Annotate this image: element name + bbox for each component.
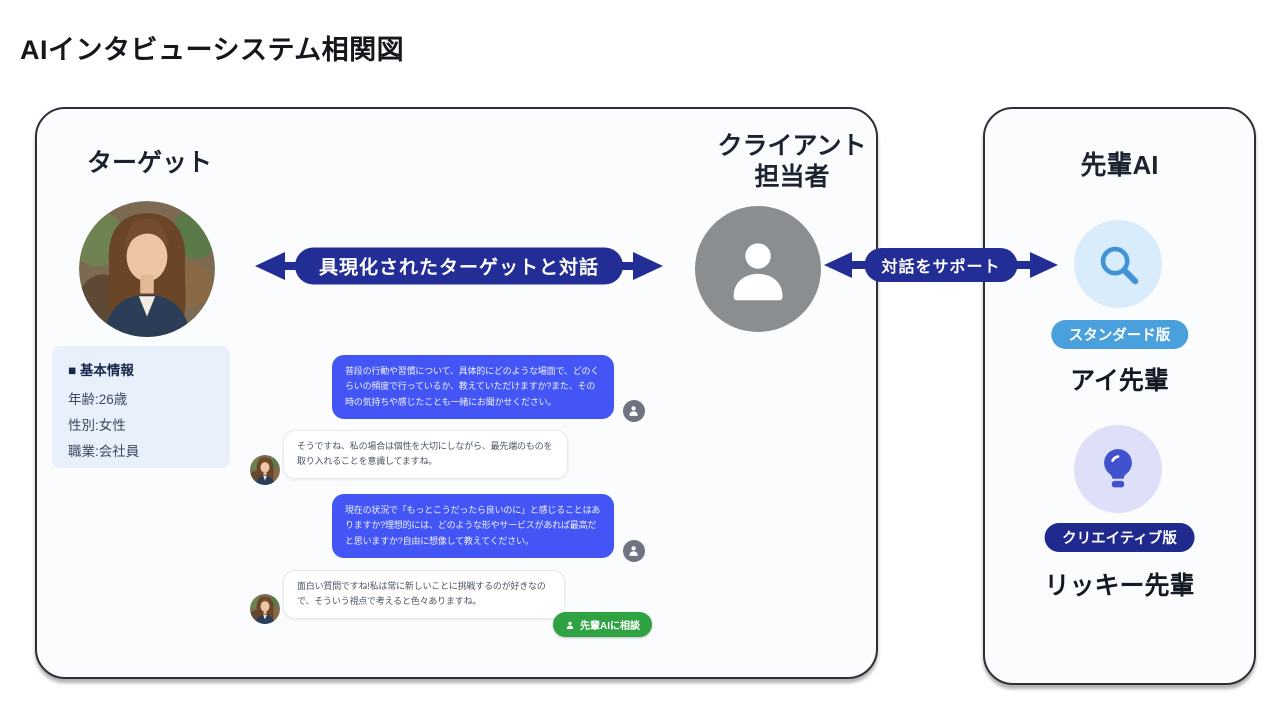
profile-card: ■ 基本情報 年齢:26歳 性別:女性 職業:会社員: [52, 346, 230, 468]
target-chat-avatar: [250, 455, 280, 485]
person-icon: [565, 620, 575, 630]
creative-ai-avatar: [1074, 425, 1162, 513]
magnifier-icon: [1095, 241, 1141, 287]
chat-bubble-client: 普段の行動や習慣について、具体的にどのような場面で、どのくらいの頻度で行っている…: [332, 355, 614, 420]
creative-ai-name: リッキー先輩: [1044, 572, 1195, 600]
arrow-target-client-label: 具現化されたターゲットと対話: [294, 247, 624, 285]
client-label-line1: クライアント: [717, 132, 867, 160]
target-avatar: [79, 201, 215, 337]
consult-senpai-button[interactable]: 先輩AIに相談: [553, 612, 652, 637]
person-icon: [719, 230, 797, 308]
senpai-ai-panel: 先輩AI スタンダード版 アイ先輩 クリエイティブ版 リッキー先輩: [983, 107, 1256, 685]
target-label: ターゲット: [87, 149, 213, 177]
chat-bubble-target: 面白い質問ですね!私は常に新しいことに挑戦するのが好きなので、そういう視点で考え…: [283, 570, 565, 619]
arrow-client-ai-label: 対話をサポート: [864, 248, 1018, 282]
senpai-panel-title: 先輩AI: [1080, 150, 1159, 180]
profile-row-job: 職業:会社員: [68, 444, 140, 459]
client-chat-avatar: [623, 400, 645, 422]
standard-ai-name: アイ先輩: [1070, 367, 1169, 395]
consult-senpai-label: 先輩AIに相談: [580, 621, 640, 632]
creative-version-badge: クリエイティブ版: [1044, 523, 1195, 552]
profile-row-age: 年齢:26歳: [68, 392, 128, 407]
woman-portrait-icon: [79, 201, 215, 337]
interview-panel: ターゲット クライアント 担当者 ■ 基本情報 年齢:26歳 性別:女性 職業:…: [35, 107, 878, 679]
client-avatar: [695, 206, 821, 332]
woman-portrait-icon: [250, 455, 280, 485]
client-chat-avatar: [623, 540, 645, 562]
chat-bubble-client: 現在の状況で「もっとこうだったら良いのに」と感じることはありますか?理想的には、…: [332, 494, 614, 559]
page-title: AIインタビューシステム相関図: [20, 35, 405, 65]
person-icon: [627, 544, 640, 557]
profile-row-gender: 性別:女性: [68, 418, 126, 433]
chat-bubble-target: そうですね、私の場合は個性を大切にしながら、最先端のものを取り入れることを意識し…: [283, 430, 568, 479]
bulb-icon: [1095, 446, 1141, 492]
client-label: クライアント 担当者: [632, 131, 952, 192]
arrow-target-client: 具現化されたターゲットと対話: [253, 246, 665, 286]
standard-version-badge: スタンダード版: [1050, 320, 1189, 349]
client-label-line2: 担当者: [754, 162, 830, 191]
standard-ai-avatar: [1074, 220, 1162, 308]
woman-portrait-icon: [250, 594, 280, 624]
arrow-client-ai: 対話をサポート: [823, 245, 1059, 285]
person-icon: [627, 404, 640, 417]
profile-card-header: ■ 基本情報: [68, 363, 134, 378]
target-chat-avatar: [250, 594, 280, 624]
